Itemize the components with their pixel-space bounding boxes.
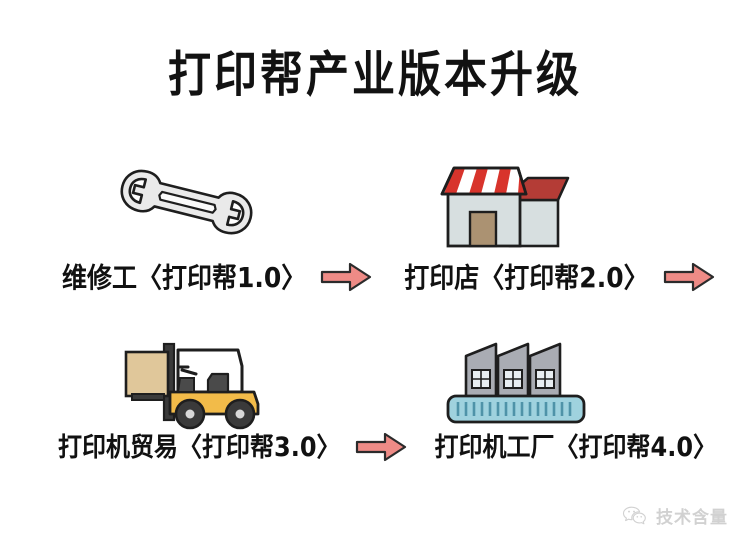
forklift-icon: [108, 330, 272, 432]
step-label-4: 打印机工厂〈打印帮4.0〉: [434, 431, 718, 463]
page-title: 打印帮产业版本升级: [168, 47, 582, 104]
factory-icon: [440, 332, 592, 430]
arrow-icon-1: [320, 262, 372, 292]
wrench-icon: [108, 152, 264, 256]
step-label-2: 打印店〈打印帮2.0〉: [404, 261, 649, 293]
flow-row-1: 维修工〈打印帮1.0〉 打印店〈打印帮2.0〉: [62, 262, 729, 292]
step-label-3: 打印机贸易〈打印帮3.0〉: [58, 431, 341, 463]
arrow-icon-3: [355, 432, 407, 462]
step-label-1: 维修工〈打印帮1.0〉: [62, 261, 307, 293]
shop-icon: [432, 152, 572, 258]
arrow-icon-2: [663, 262, 715, 292]
watermark: 技术含量: [622, 503, 728, 528]
flow-row-2: 打印机贸易〈打印帮3.0〉 打印机工厂〈打印帮4.0〉: [58, 432, 717, 462]
watermark-text: 技术含量: [656, 508, 728, 528]
wechat-icon: [622, 505, 648, 527]
